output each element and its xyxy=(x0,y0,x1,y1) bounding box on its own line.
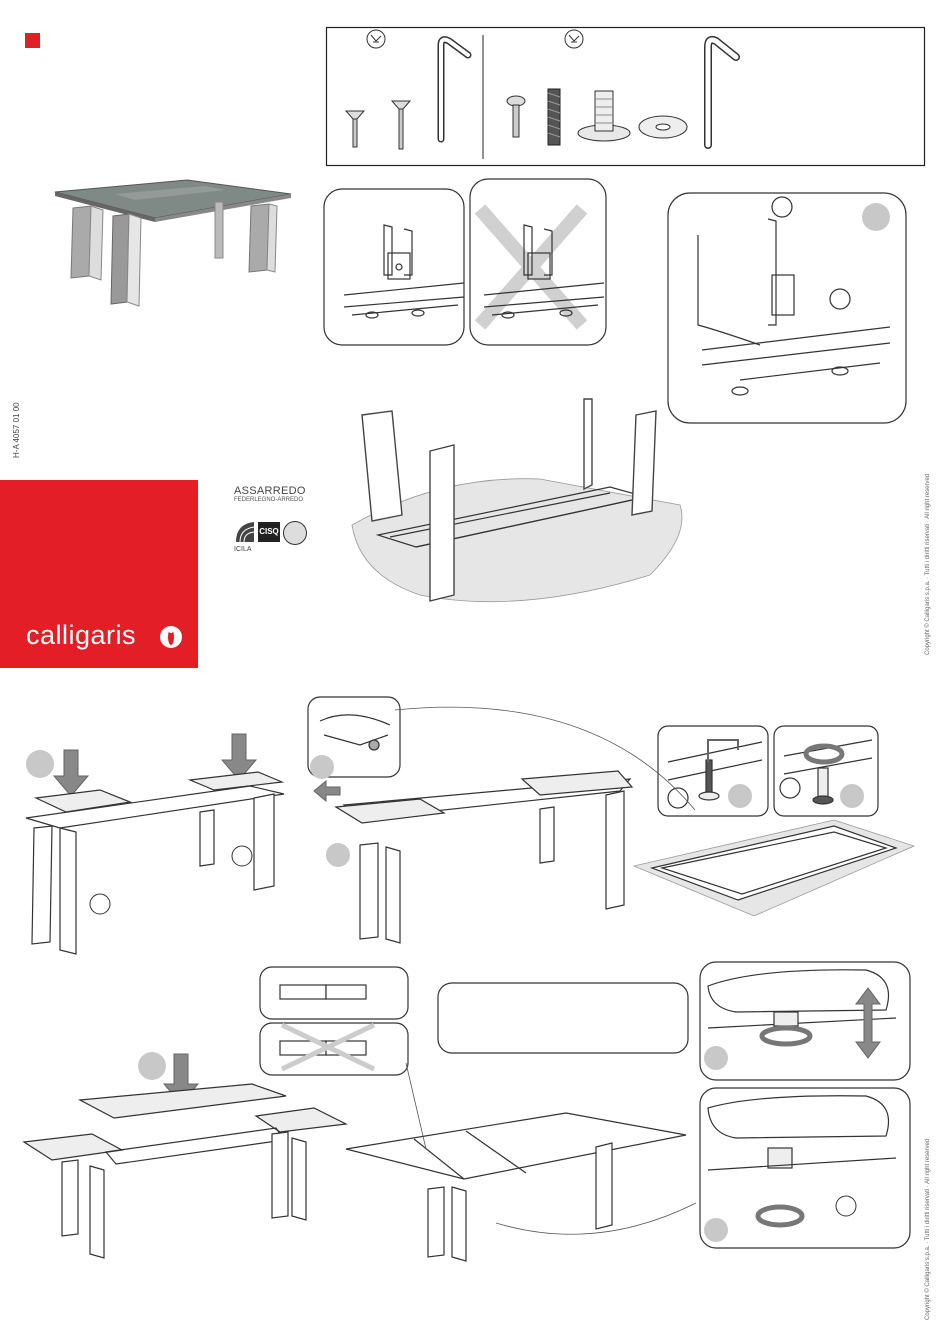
step-number-badge xyxy=(862,203,890,231)
step-number-badge xyxy=(326,843,350,867)
step-7-illustration xyxy=(696,958,926,1258)
washer-icon xyxy=(639,116,687,138)
document-number: H-A 4057 01 00 xyxy=(12,402,21,458)
brand-logo-icon xyxy=(160,626,182,648)
step-number-badge xyxy=(728,784,752,808)
step-number-badge xyxy=(704,1218,728,1242)
cisq-logo: CISQ xyxy=(258,522,280,542)
hardware-bag-icon xyxy=(367,30,385,48)
icila-logo xyxy=(234,520,256,544)
step-number-badge xyxy=(840,784,864,808)
step-2-illustration xyxy=(20,728,310,988)
hardware-panel xyxy=(326,27,926,167)
assarredo-logo: ASSARREDO xyxy=(234,485,306,497)
icila-label: ICILA xyxy=(234,546,252,553)
product-photo xyxy=(55,180,295,310)
step-number-badge xyxy=(704,1046,728,1070)
assarredo-subtitle: FEDERLEGNO-ARREDO xyxy=(234,497,303,503)
connector-line xyxy=(395,700,695,780)
brand-name: calligaris xyxy=(26,620,136,651)
step-number-badge xyxy=(26,750,54,778)
step-number-badge xyxy=(138,1052,166,1080)
hardware-bag-icon xyxy=(565,30,583,48)
step-number-badge xyxy=(310,755,334,779)
step-6-illustration xyxy=(256,963,696,1263)
red-marker-square xyxy=(25,33,40,48)
step-1-illustration xyxy=(320,175,920,635)
iqnet-logo xyxy=(283,521,307,545)
copyright-text-top: Copyright © Calligaris s.p.a. · Tutti i … xyxy=(925,474,931,655)
cisq-label: CISQ xyxy=(259,527,279,536)
arrow-down-icon xyxy=(54,750,88,796)
threaded-rod-icon xyxy=(548,89,560,145)
